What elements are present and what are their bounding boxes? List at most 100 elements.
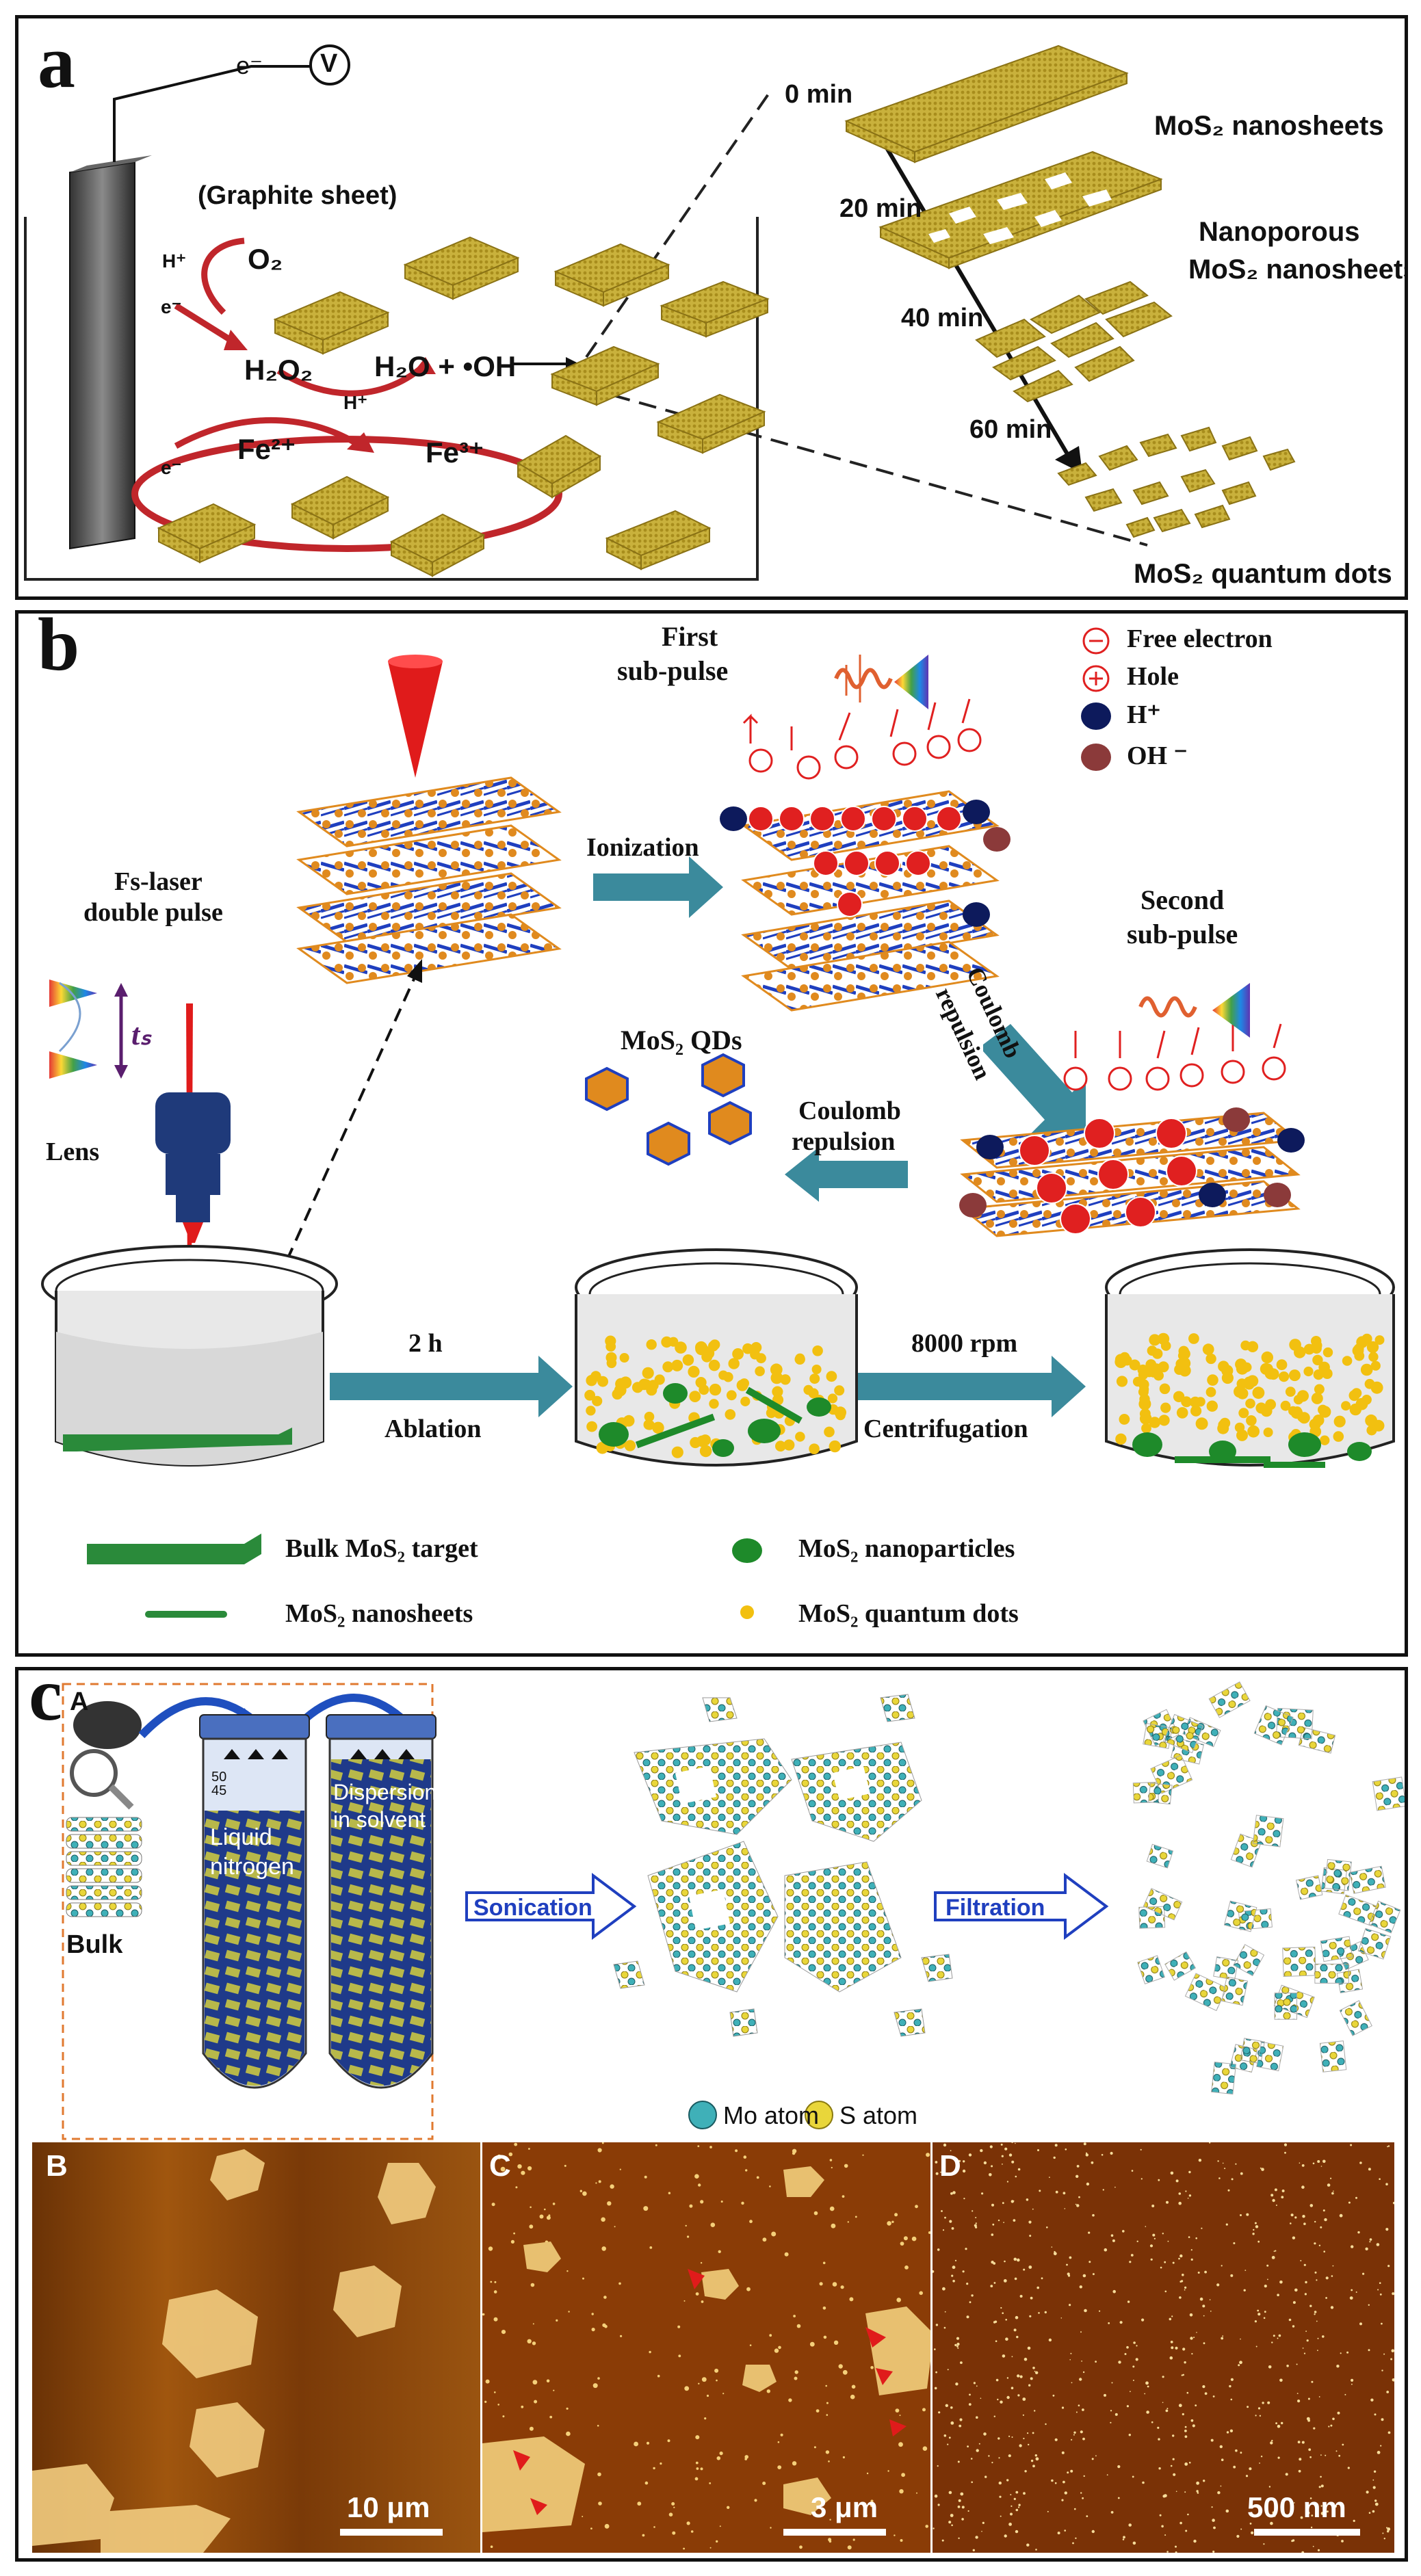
dot bbox=[1260, 2456, 1263, 2458]
dot bbox=[1079, 2285, 1082, 2289]
dot bbox=[1322, 2209, 1325, 2212]
panel-b: b First sub-pulse Free electron Hole H⁺ … bbox=[15, 610, 1408, 1657]
dot bbox=[728, 1358, 740, 1369]
dot bbox=[770, 1371, 783, 1384]
dot bbox=[1279, 1371, 1290, 1382]
dot bbox=[1351, 2378, 1354, 2382]
dot bbox=[1001, 2155, 1004, 2157]
dot bbox=[1172, 2434, 1175, 2437]
dot bbox=[1342, 2443, 1344, 2446]
mos2-qds-label: MoS₂ QDs bbox=[621, 1025, 742, 1055]
dot bbox=[1379, 2282, 1381, 2284]
dot bbox=[1110, 2151, 1113, 2155]
dot bbox=[1190, 2419, 1194, 2422]
dot bbox=[1203, 2480, 1205, 2482]
dot bbox=[701, 2377, 707, 2382]
dot bbox=[1294, 2288, 1298, 2292]
quantum-dot-cluster bbox=[1319, 2040, 1347, 2073]
dot bbox=[1083, 2142, 1086, 2146]
dot bbox=[1300, 2260, 1302, 2261]
dot bbox=[1320, 2166, 1322, 2167]
dot bbox=[1348, 2201, 1351, 2204]
dot bbox=[1236, 2534, 1240, 2538]
dot bbox=[1314, 2242, 1316, 2245]
dot bbox=[1195, 2237, 1197, 2239]
dot bbox=[774, 2348, 779, 2353]
dot bbox=[604, 2523, 610, 2529]
dot bbox=[961, 2506, 965, 2509]
dot bbox=[1061, 2451, 1065, 2454]
dot bbox=[1309, 2497, 1312, 2499]
dot bbox=[685, 2224, 687, 2227]
dot bbox=[1196, 2332, 1197, 2333]
dot bbox=[969, 2393, 971, 2396]
dot bbox=[991, 2462, 993, 2464]
dot bbox=[644, 2481, 649, 2485]
dot bbox=[1360, 1363, 1373, 1376]
dot bbox=[517, 2164, 522, 2169]
dot bbox=[1222, 2162, 1224, 2164]
dot bbox=[688, 1365, 700, 1378]
dot bbox=[1073, 2431, 1076, 2434]
legend-hole: Hole bbox=[1127, 662, 1179, 691]
dot bbox=[1024, 2470, 1027, 2473]
dot bbox=[1219, 2445, 1223, 2449]
dot bbox=[825, 2384, 827, 2387]
dot bbox=[1130, 2254, 1134, 2257]
dot bbox=[1060, 2317, 1063, 2319]
dot bbox=[1322, 2159, 1326, 2164]
dot bbox=[1187, 2197, 1189, 2199]
dot bbox=[1330, 2424, 1333, 2427]
dot bbox=[746, 2287, 751, 2291]
dot bbox=[1122, 2230, 1125, 2233]
e-2: e⁻ bbox=[161, 457, 182, 478]
dot bbox=[1190, 1405, 1202, 1417]
dot bbox=[862, 2154, 864, 2156]
dot bbox=[1387, 2265, 1390, 2268]
dot bbox=[678, 2354, 681, 2358]
dot bbox=[1075, 2174, 1079, 2178]
ts-pulse-icon bbox=[49, 980, 128, 1079]
lens-label: Lens bbox=[46, 1138, 100, 1166]
dot bbox=[842, 2195, 845, 2198]
dot bbox=[1263, 1428, 1273, 1437]
dot bbox=[1184, 2435, 1188, 2439]
dot bbox=[1011, 2436, 1013, 2438]
dot bbox=[494, 2281, 497, 2283]
dot bbox=[1314, 2271, 1317, 2274]
dot bbox=[942, 2287, 946, 2291]
dot bbox=[957, 2506, 961, 2508]
dot bbox=[1054, 2144, 1058, 2147]
dot bbox=[1314, 2313, 1316, 2315]
dot bbox=[1252, 1386, 1265, 1399]
e-1: e⁻ bbox=[161, 296, 182, 317]
dot bbox=[1235, 2449, 1238, 2452]
dot bbox=[1312, 2545, 1314, 2547]
dot bbox=[1188, 2236, 1190, 2238]
dot bbox=[935, 2371, 937, 2374]
dot bbox=[671, 2502, 675, 2506]
dot bbox=[1318, 1361, 1330, 1374]
dot bbox=[935, 2324, 939, 2326]
dot bbox=[494, 2391, 496, 2393]
dot bbox=[1311, 1392, 1323, 1404]
dot bbox=[743, 2155, 747, 2159]
dot bbox=[709, 1399, 719, 1409]
dot bbox=[1127, 2300, 1130, 2303]
dot bbox=[642, 2534, 645, 2537]
dot bbox=[552, 2203, 556, 2205]
dot bbox=[1086, 2182, 1090, 2186]
dot bbox=[619, 1353, 629, 1363]
dot bbox=[601, 2217, 605, 2222]
dot bbox=[1075, 2203, 1077, 2205]
dot bbox=[975, 2226, 978, 2229]
bulk-stack bbox=[66, 1701, 142, 1917]
dot bbox=[756, 2176, 759, 2179]
dot bbox=[1219, 1417, 1231, 1429]
dot bbox=[938, 2411, 941, 2414]
dot bbox=[695, 1341, 707, 1354]
h-plus-2: H⁺ bbox=[343, 392, 367, 413]
dot bbox=[1197, 2492, 1199, 2494]
dot bbox=[1373, 2470, 1377, 2473]
dot bbox=[490, 2545, 493, 2548]
